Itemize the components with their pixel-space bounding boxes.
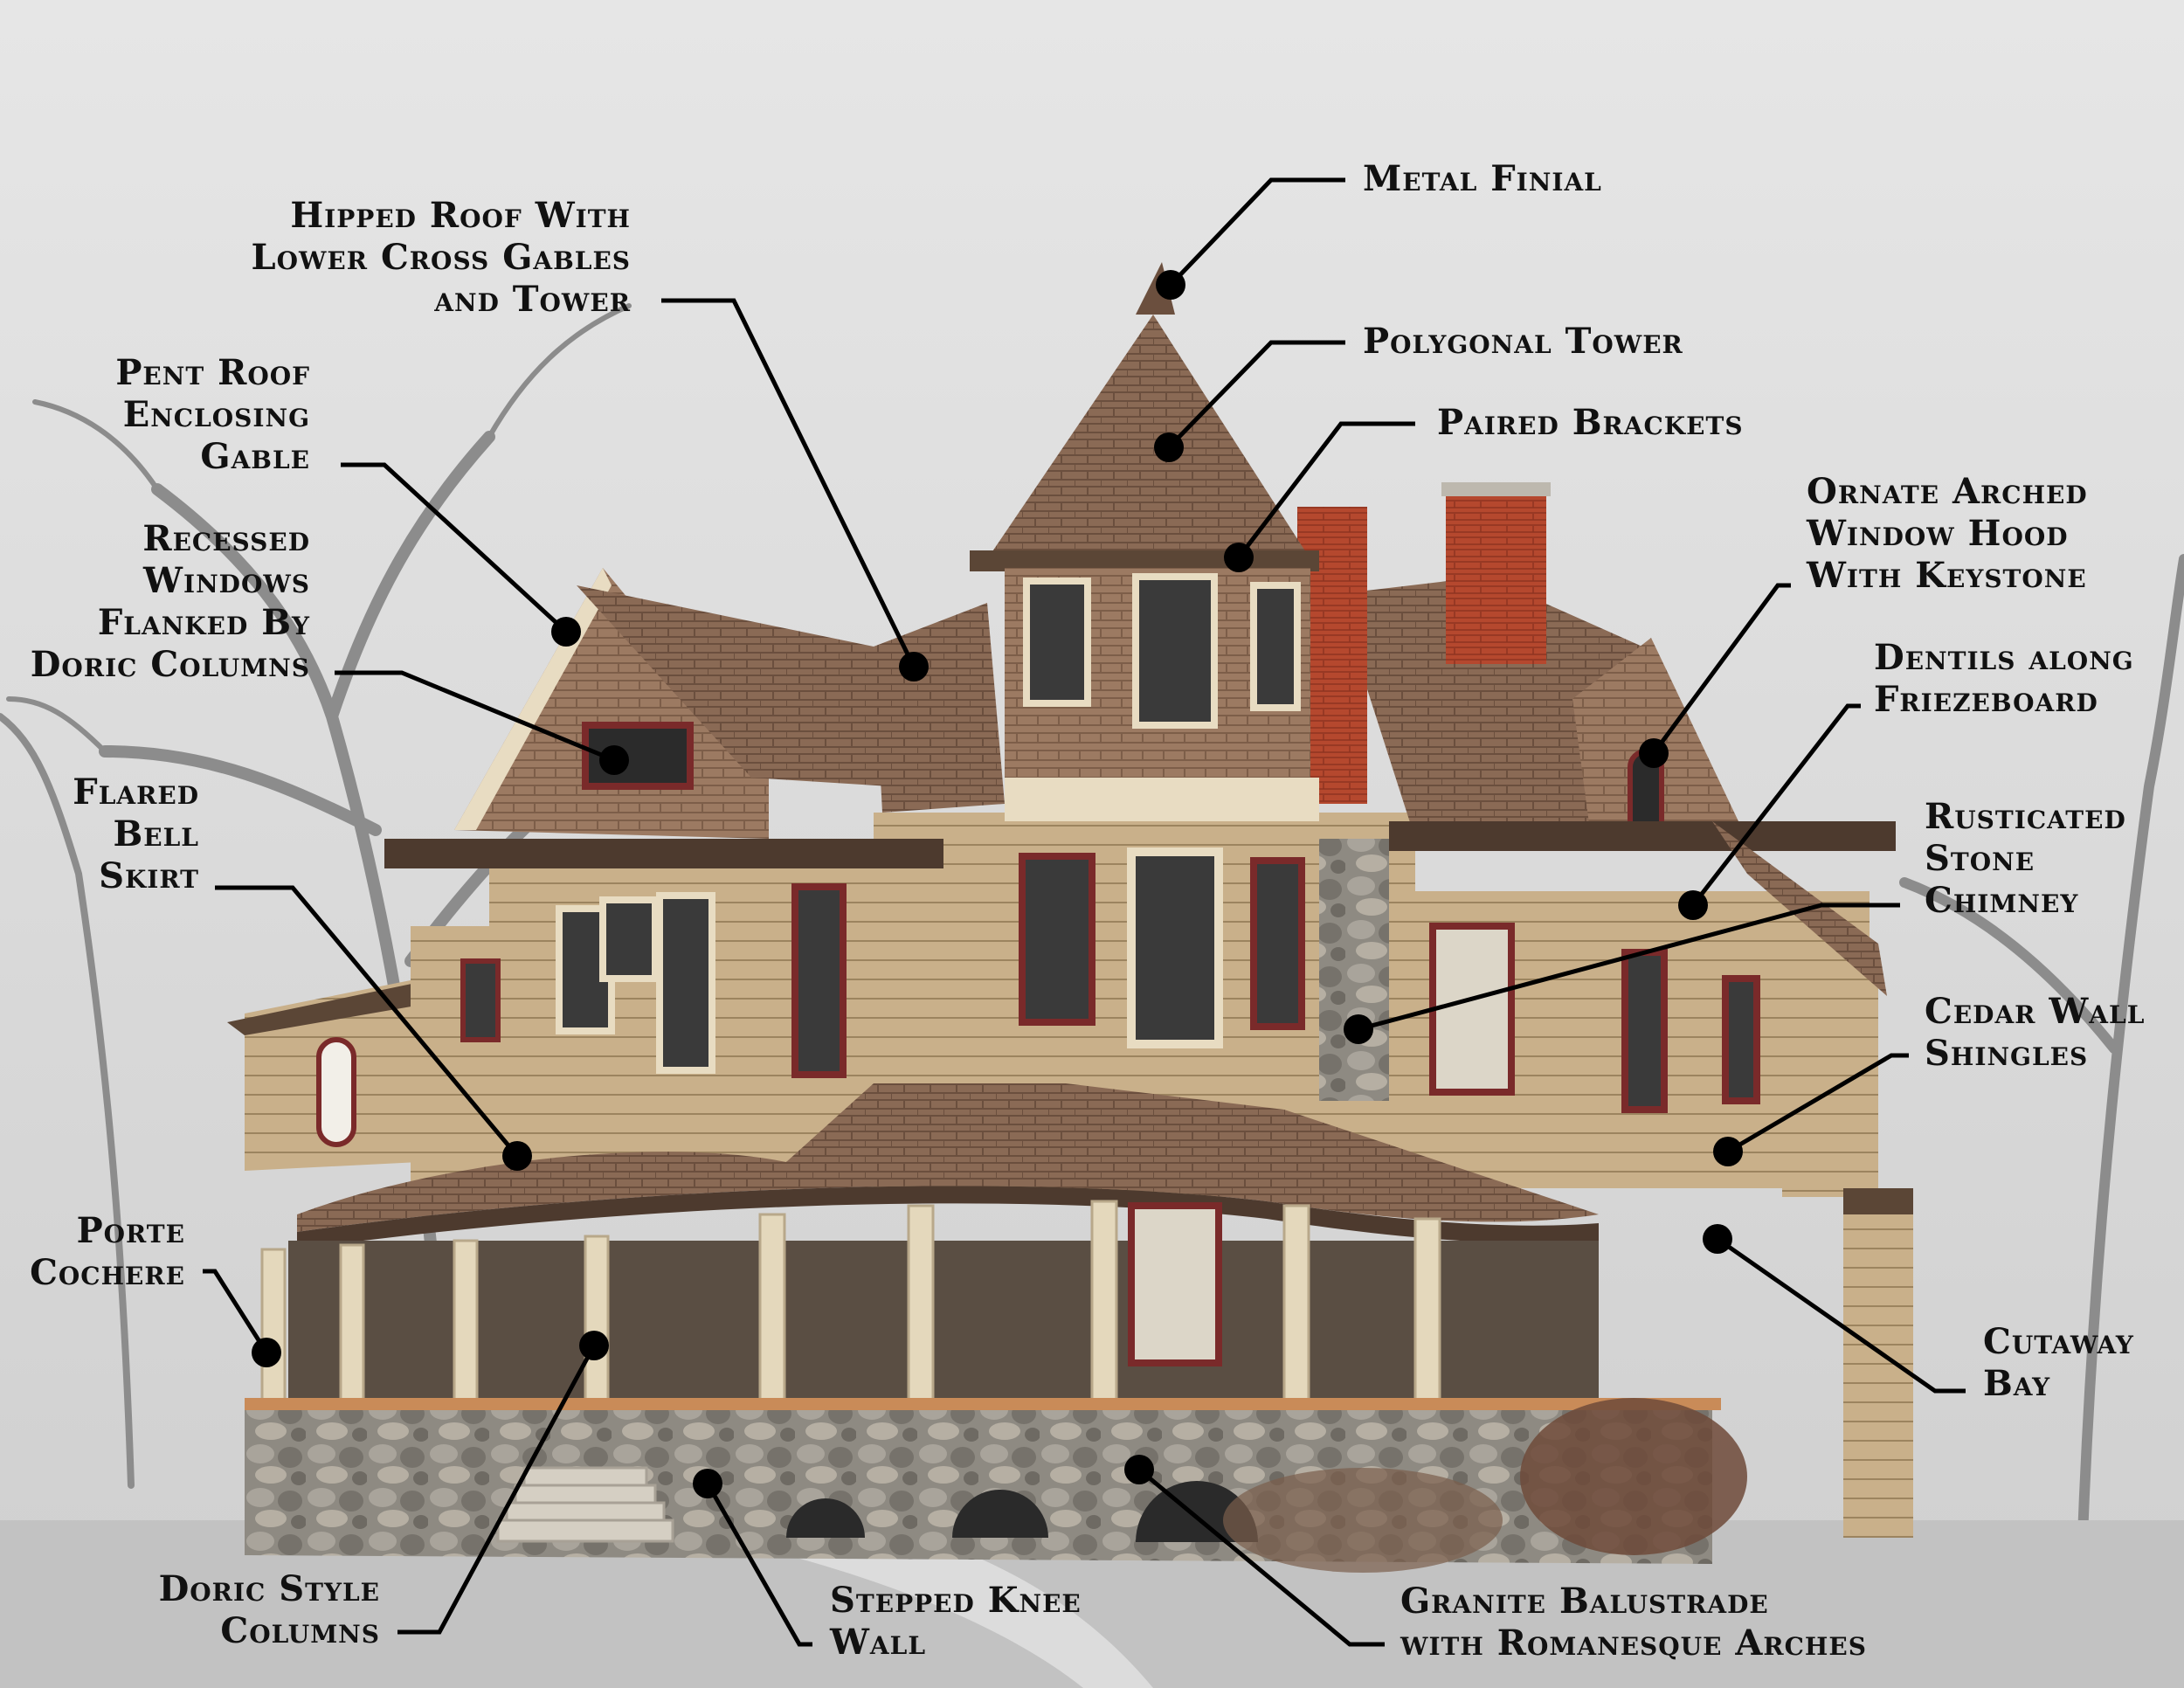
hipped-roof-leader-line [661, 298, 916, 668]
polygonal-tower-label-line: Polygonal Tower [1363, 321, 1683, 362]
cedar-wall-shingles-marker-dot [1713, 1137, 1743, 1166]
pent-roof-label-line: Gable [200, 436, 310, 477]
paired-brackets-leader-line [1237, 421, 1415, 559]
recessed-windows-label-line: Flanked By [98, 602, 310, 643]
ornate-arched-window-hood-label-line: Window Hood [1806, 513, 2069, 554]
polygonal-tower-marker-dot [1154, 432, 1184, 462]
stepped-knee-wall-marker-dot [693, 1469, 722, 1498]
flared-bell-skirt-label-line: Skirt [99, 855, 199, 896]
dentils-along-friezeboard-leader-line [1691, 703, 1861, 907]
porte-cochere-label-line: Porte [77, 1210, 185, 1251]
granite-balustrade-label-line: Granite Balustrade [1400, 1581, 1769, 1622]
pent-roof-label-line: Enclosing [123, 394, 310, 435]
doric-style-columns-label-line: Columns [220, 1610, 380, 1651]
metal-finial-leader-line [1169, 177, 1345, 287]
cutaway-bay-marker-dot [1703, 1224, 1732, 1254]
metal-finial-marker-dot [1156, 270, 1185, 300]
hipped-roof-label-line: and Tower [433, 279, 631, 320]
granite-balustrade-leader-line [1137, 1468, 1385, 1647]
stepped-knee-wall-leader-line [705, 1482, 812, 1647]
rusticated-stone-chimney-label-line: Rusticated [1925, 796, 2126, 837]
cedar-wall-shingles-label-line: Cedar Wall [1925, 991, 2145, 1032]
cutaway-bay-label-line: Cutaway [1983, 1321, 2134, 1362]
cutaway-bay-label-line: Bay [1983, 1363, 2050, 1404]
doric-style-columns-marker-dot [579, 1331, 609, 1360]
granite-balustrade-label-line: with Romanesque Arches [1400, 1622, 1867, 1664]
rusticated-stone-chimney-marker-dot [1344, 1014, 1373, 1044]
rusticated-stone-chimney-label-line: Stone [1925, 838, 2035, 879]
paired-brackets-label-line: Paired Brackets [1437, 402, 1744, 443]
recessed-windows-label-line: Doric Columns [31, 644, 310, 685]
ornate-arched-window-hood-leader-line [1651, 583, 1791, 755]
metal-finial-label: Metal Finial [1363, 158, 1602, 199]
pent-roof-label-line: Pent Roof [115, 352, 310, 393]
cutaway-bay-leader-line [1716, 1236, 1966, 1394]
stepped-knee-wall-label-line: Stepped Knee [830, 1580, 1082, 1621]
hipped-roof-marker-dot [899, 652, 929, 681]
rusticated-stone-chimney-label-line: Chimney [1925, 880, 2078, 921]
metal-finial-label-line: Metal Finial [1363, 158, 1602, 199]
hipped-roof-label-line: Hipped Roof With [290, 195, 631, 236]
hipped-roof-label-line: Lower Cross Gables [251, 237, 631, 278]
flared-bell-skirt-label-line: Flared [73, 771, 199, 813]
pent-roof-marker-dot [551, 617, 581, 647]
flared-bell-skirt-leader-line [215, 885, 519, 1158]
recessed-windows-marker-dot [599, 745, 629, 775]
porte-cochere-leader-line [203, 1269, 269, 1354]
front-walkway [716, 1538, 1153, 1688]
dentils-along-friezeboard-label-line: Dentils along [1874, 637, 2134, 678]
doric-style-columns-leader-line [397, 1344, 597, 1635]
paired-brackets-marker-dot [1224, 543, 1254, 572]
leader-lines [203, 177, 1966, 1647]
recessed-windows-leader-line [335, 670, 615, 763]
porte-cochere-label-line: Cochere [30, 1252, 185, 1293]
tower [970, 262, 1319, 1083]
doric-style-columns-label-line: Doric Style [159, 1568, 380, 1609]
dentils-along-friezeboard-marker-dot [1678, 890, 1708, 920]
ornate-arched-window-hood-label-line: With Keystone [1806, 555, 2087, 596]
paired-brackets-label: Paired Brackets [1437, 402, 1744, 443]
recessed-windows-label-line: Windows [142, 560, 310, 601]
porte-cochere-marker-dot [252, 1338, 281, 1367]
porch-roof [297, 1083, 1599, 1232]
right-chimney [1446, 489, 1546, 664]
recessed-windows-label-line: Recessed [142, 518, 310, 559]
pent-roof-leader-line [341, 462, 568, 633]
flared-bell-skirt-marker-dot [502, 1141, 532, 1171]
ornate-arched-window-hood-marker-dot [1639, 738, 1669, 768]
victorian-house [227, 262, 1913, 1573]
polygonal-tower-leader-line [1167, 340, 1345, 449]
cedar-wall-shingles-label-line: Shingles [1925, 1033, 2088, 1074]
granite-balustrade-marker-dot [1124, 1455, 1154, 1484]
polygonal-tower-label: Polygonal Tower [1363, 321, 1683, 362]
ornate-arched-window-hood-label-line: Ornate Arched [1807, 471, 2088, 512]
cedar-wall-shingles-leader-line [1726, 1053, 1909, 1154]
dentils-along-friezeboard-label-line: Friezeboard [1874, 679, 2098, 720]
stepped-knee-wall-label-line: Wall [829, 1622, 926, 1663]
flared-bell-skirt-label-line: Bell [113, 813, 199, 854]
rusticated-stone-chimney-leader-line [1358, 903, 1900, 1032]
